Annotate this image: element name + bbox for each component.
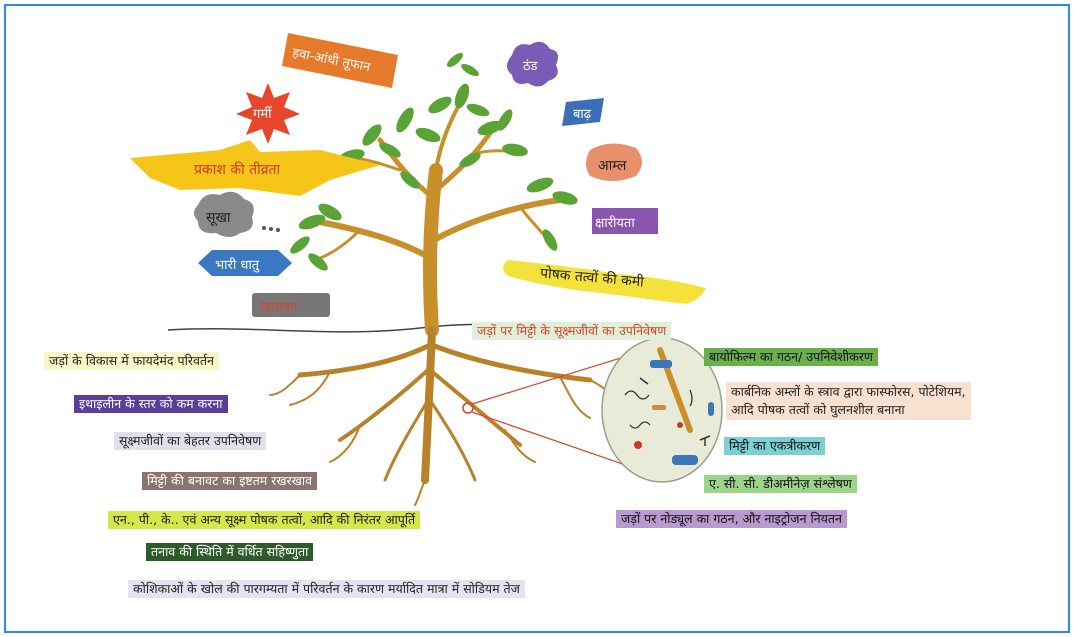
benefit-root-growth: जड़ों के विकास में फायदेमंद परिवर्तन — [44, 352, 219, 370]
stress-flood: बाढ़ — [573, 107, 592, 122]
stress-heat: गर्मी — [253, 107, 272, 122]
figure-border — [4, 4, 1070, 633]
benefit-nodules: जड़ों पर नोड्यूल का गठन, और नाइट्रोजन नि… — [616, 510, 847, 528]
stress-acid: आम्ल — [598, 158, 627, 174]
cold-cloud — [507, 41, 558, 87]
light-burst — [130, 140, 380, 196]
heavy-metal-hexagon — [198, 250, 292, 276]
benefit-tolerance: तनाव की स्थिति में वर्धित सहिष्णुता — [146, 543, 314, 561]
benefit-organic-acids-line-2: आदि पोषक तत्वों को घुलनशील बनाना — [731, 402, 905, 417]
drought-cloud — [194, 191, 254, 237]
stress-light: प्रकाश की तीव्रता — [194, 162, 281, 178]
benefit-ethylene: इथाइलीन के स्तर को कम करना — [74, 395, 228, 413]
stress-cold: ठंड — [523, 59, 538, 74]
benefit-microbe-colonization: सूक्ष्मजीवों का बेहतर उपनिवेषण — [114, 432, 267, 450]
benefit-organic-acids-line-1: कार्बनिक अम्लों के स्त्राव द्वारा फास्फो… — [731, 384, 966, 399]
benefit-colonization: जड़ों पर मिट्टी के सूक्ष्मजीवों का उपनिव… — [472, 322, 672, 340]
stress-alkaline: क्षारीयता — [595, 216, 635, 231]
rhizosphere-zoom-circle — [601, 337, 723, 483]
acid-bubble — [586, 143, 642, 181]
stress-salinity: खारापन — [260, 300, 298, 315]
benefit-nutrient-supply: एन., पी., के.. एवं अन्य सूक्ष्म पोषक तत्… — [108, 511, 421, 529]
alkaline-box — [592, 208, 658, 234]
root-zoom-spot — [462, 402, 474, 414]
benefit-soil-structure: मिट्टी की बनावट का इष्टतम रखरखाव — [142, 472, 318, 490]
heat-sun — [236, 83, 300, 144]
benefit-aggregation: मिट्टी का एकत्रीकरण — [724, 437, 826, 455]
benefit-acc-deaminase: ए. सी. सी. डीअमीनेज़ संश्लेषण — [704, 475, 857, 493]
salinity-box — [252, 293, 330, 317]
stress-heavy-metal: भारी धातु — [215, 258, 260, 273]
benefit-sodium: कोशिकाओं के खोल की पारगम्यता में परिवर्त… — [128, 580, 525, 598]
benefit-organic-acids: कार्बनिक अम्लों के स्त्राव द्वारा फास्फो… — [726, 382, 971, 420]
flood-flag — [562, 98, 604, 126]
benefit-biofilm: बायोफिल्म का गठन/ उपनिवेशीकरण — [704, 348, 878, 366]
stress-drought: सूखा — [206, 210, 231, 226]
tree-roots — [269, 326, 619, 506]
nutrient-banner — [503, 260, 706, 304]
storm-banner — [282, 33, 398, 88]
